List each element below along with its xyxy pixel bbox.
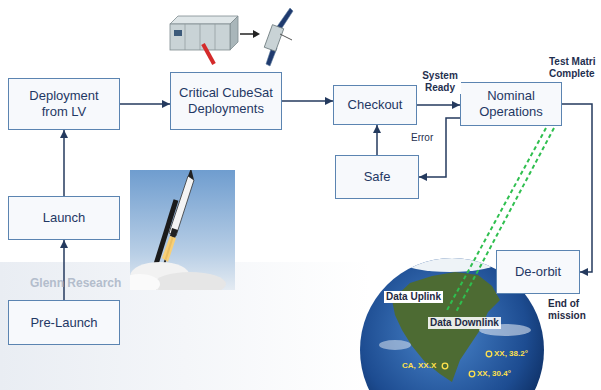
link-label: Data Uplink (384, 291, 443, 303)
site-label: CA, XX.X (402, 361, 436, 371)
process-box: Nominal Operations (460, 82, 562, 126)
site-label: XX, 38.2° (494, 349, 528, 359)
box-text: Nominal Operations (467, 88, 555, 119)
watermark-band (0, 262, 370, 390)
process-box: Checkout (333, 85, 417, 125)
flow-arrow (63, 240, 65, 300)
flow-arrow (63, 130, 65, 196)
box-text: Deployment from LV (15, 88, 113, 119)
rocket-photo (130, 170, 235, 290)
flow-arrow (282, 100, 333, 102)
link-label: Data Downlink (428, 317, 501, 329)
flow-arrow (417, 104, 460, 106)
deploy-arrow (240, 30, 260, 38)
cubesat-deployed (264, 8, 293, 66)
phase-note: End of mission (548, 298, 598, 322)
process-box: De-orbit (496, 250, 580, 294)
flow-arrow (376, 125, 378, 155)
watermark: Glenn Research (30, 276, 121, 290)
process-box: Critical CubeSat Deployments (170, 72, 282, 130)
box-text: Checkout (348, 97, 403, 113)
edge-label: System Ready (419, 70, 461, 94)
flow-arrow (562, 104, 592, 272)
cubesat-stowed (170, 16, 238, 64)
flow-arrow (120, 103, 170, 105)
box-text: Safe (364, 169, 391, 185)
process-box: Safe (335, 155, 419, 199)
process-box: Launch (8, 196, 120, 240)
process-box: Pre-Launch (8, 300, 120, 345)
box-text: Pre-Launch (30, 315, 97, 331)
process-box: Deployment from LV (8, 78, 120, 130)
site-label: XX, 30.4° (477, 369, 511, 379)
flow-arrow (419, 118, 460, 177)
edge-label: Error (410, 132, 434, 144)
edge-label: Test Matri Complete (548, 56, 600, 80)
box-text: De-orbit (515, 264, 561, 280)
box-text: Critical CubeSat Deployments (177, 85, 275, 116)
box-text: Launch (43, 210, 86, 226)
